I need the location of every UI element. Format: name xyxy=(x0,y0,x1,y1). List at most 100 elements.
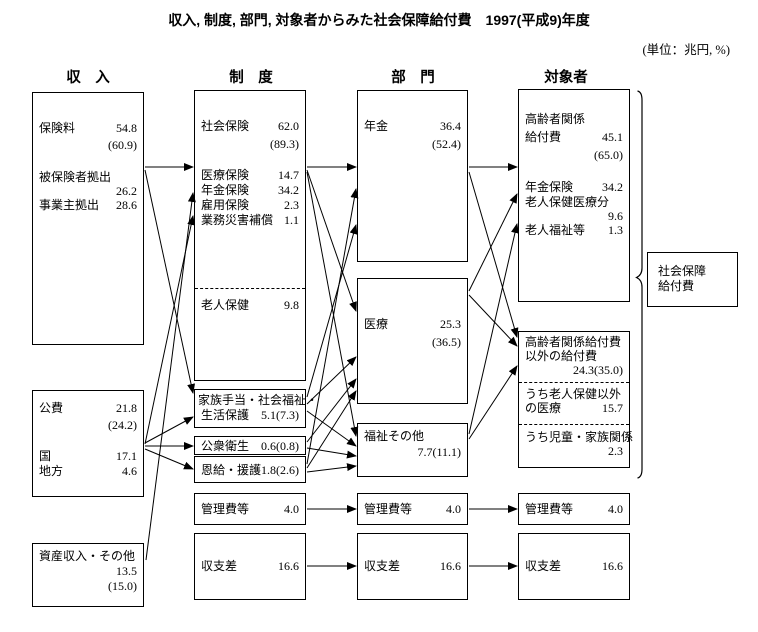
box-sector-pension: 年金 36.4 (52.4) xyxy=(357,90,468,262)
elderly-pension-value: 34.2 xyxy=(602,180,623,194)
elderly-pension-label: 年金保険 xyxy=(525,180,574,194)
elderly-welfare-value: 1.3 xyxy=(608,223,623,237)
column-header-sector: 部 門 xyxy=(391,70,435,86)
sector-pension-value: 36.4 xyxy=(440,119,461,133)
nonelderly-child-label: うち児童・家族関係 xyxy=(525,430,634,444)
employer-contrib-value: 28.6 xyxy=(116,198,137,212)
nonelderly-medical-value: 15.7 xyxy=(602,401,623,415)
target-admin-label: 管理費等 xyxy=(525,502,574,516)
box-sector-admin: 管理費等 4.0 xyxy=(357,493,468,525)
elderly-health-label: 老人保健 xyxy=(201,298,250,312)
box-system-admin: 管理費等 4.0 xyxy=(194,493,306,525)
nonelderly-medical-label1: うち老人保健以外 xyxy=(525,387,622,401)
employment-insurance-label: 雇用保険 xyxy=(201,198,250,212)
social-insurance-value: 62.0 xyxy=(278,119,299,133)
public-health-label: 公衆衛生 xyxy=(201,439,250,453)
sector-medical-label: 医療 xyxy=(364,317,389,331)
nonelderly-medical-label2: の医療 xyxy=(525,401,562,415)
pension-aid-label: 恩給・援護 xyxy=(201,463,262,477)
group-brace xyxy=(635,90,643,479)
divider-dashed xyxy=(519,382,629,383)
system-admin-label: 管理費等 xyxy=(201,502,250,516)
pension-insurance-label: 年金保険 xyxy=(201,183,250,197)
public-value: 21.8 xyxy=(116,401,137,415)
sector-balance-value: 16.6 xyxy=(440,559,461,573)
family-welfare-label2: 生活保護 xyxy=(201,408,250,422)
insured-contrib-value: 26.2 xyxy=(116,184,137,198)
page-title: 収入, 制度, 部門, 対象者からみた社会保障給付費 1997(平成9)年度 xyxy=(168,12,590,28)
pension-insurance-value: 34.2 xyxy=(278,183,299,197)
work-injury-label: 業務災害補償 xyxy=(201,213,274,227)
premiums-value: 54.8 xyxy=(116,121,137,135)
sector-welfare-value: 7.7(11.1) xyxy=(417,445,461,459)
employment-insurance-value: 2.3 xyxy=(284,198,299,212)
target-balance-value: 16.6 xyxy=(602,559,623,573)
elderly-welfare-label: 老人福祉等 xyxy=(525,223,586,237)
employer-contrib-label: 事業主拠出 xyxy=(39,198,100,212)
medical-insurance-label: 医療保険 xyxy=(201,168,250,182)
system-admin-value: 4.0 xyxy=(284,502,299,516)
sector-medical-share: (36.5) xyxy=(432,335,461,349)
elderly-health-value: 9.8 xyxy=(284,298,299,312)
elderly-share: (65.0) xyxy=(594,148,623,162)
national-label: 国 xyxy=(39,449,52,463)
elderly-health-med-value: 9.6 xyxy=(608,209,623,223)
elderly-label1: 高齢者関係 xyxy=(525,112,586,126)
box-system-balance: 収支差 16.6 xyxy=(194,533,306,600)
column-header-target: 対象者 xyxy=(544,70,588,86)
system-balance-value: 16.6 xyxy=(278,559,299,573)
elderly-health-med-label: 老人保健医療分 xyxy=(525,195,610,209)
premiums-label: 保険料 xyxy=(39,121,76,135)
public-health-value: 0.6(0.8) xyxy=(261,439,299,453)
box-total-social-security: 社会保障 給付費 xyxy=(647,252,738,307)
box-target-balance: 収支差 16.6 xyxy=(518,533,630,600)
assets-share: (15.0) xyxy=(108,579,137,593)
box-income-assets: 資産収入・その他 13.5 (15.0) xyxy=(32,543,144,607)
system-balance-label: 収支差 xyxy=(201,559,238,573)
sector-pension-label: 年金 xyxy=(364,119,389,133)
nonelderly-label2: 以外の給付費 xyxy=(525,349,598,363)
box-target-admin: 管理費等 4.0 xyxy=(518,493,630,525)
local-value: 4.6 xyxy=(122,464,137,478)
sector-pension-share: (52.4) xyxy=(432,137,461,151)
medical-insurance-value: 14.7 xyxy=(278,168,299,182)
sector-admin-value: 4.0 xyxy=(446,502,461,516)
nonelderly-label1: 高齢者関係給付費 xyxy=(525,335,622,349)
elderly-label2: 給付費 xyxy=(525,130,562,144)
divider-dashed xyxy=(519,424,629,425)
family-welfare-label1: 家族手当・社会福祉・ xyxy=(198,393,319,407)
social-insurance-label: 社会保険 xyxy=(201,119,250,133)
social-insurance-share: (89.3) xyxy=(270,137,299,151)
public-label: 公費 xyxy=(39,401,64,415)
column-header-system: 制 度 xyxy=(229,70,273,86)
work-injury-value: 1.1 xyxy=(284,213,299,227)
nonelderly-value: 24.3(35.0) xyxy=(573,363,623,377)
unit-note: (単位：兆円, %) xyxy=(642,43,731,57)
assets-value: 13.5 xyxy=(116,564,137,578)
premiums-share: (60.9) xyxy=(108,138,137,152)
box-system-public-health: 公衆衛生 0.6(0.8) xyxy=(194,436,306,455)
local-label: 地方 xyxy=(39,464,64,478)
divider-dashed xyxy=(195,288,305,289)
sector-welfare-label: 福祉その他 xyxy=(364,429,425,443)
sector-admin-label: 管理費等 xyxy=(364,502,413,516)
nonelderly-child-value: 2.3 xyxy=(608,444,623,458)
public-share: (24.2) xyxy=(108,418,137,432)
target-admin-value: 4.0 xyxy=(608,502,623,516)
national-value: 17.1 xyxy=(116,449,137,463)
assets-label: 資産収入・その他 xyxy=(39,549,136,563)
box-target-nonelderly: 高齢者関係給付費 以外の給付費 24.3(35.0) うち老人保健以外 の医療 1… xyxy=(518,331,634,468)
target-balance-label: 収支差 xyxy=(525,559,562,573)
column-header-income: 収 入 xyxy=(66,70,110,86)
box-income-public: 公費 21.8 (24.2) 国 17.1 地方 4.6 xyxy=(32,390,144,497)
total-label2: 給付費 xyxy=(658,279,695,293)
box-sector-welfare: 福祉その他 7.7(11.1) xyxy=(357,423,468,477)
